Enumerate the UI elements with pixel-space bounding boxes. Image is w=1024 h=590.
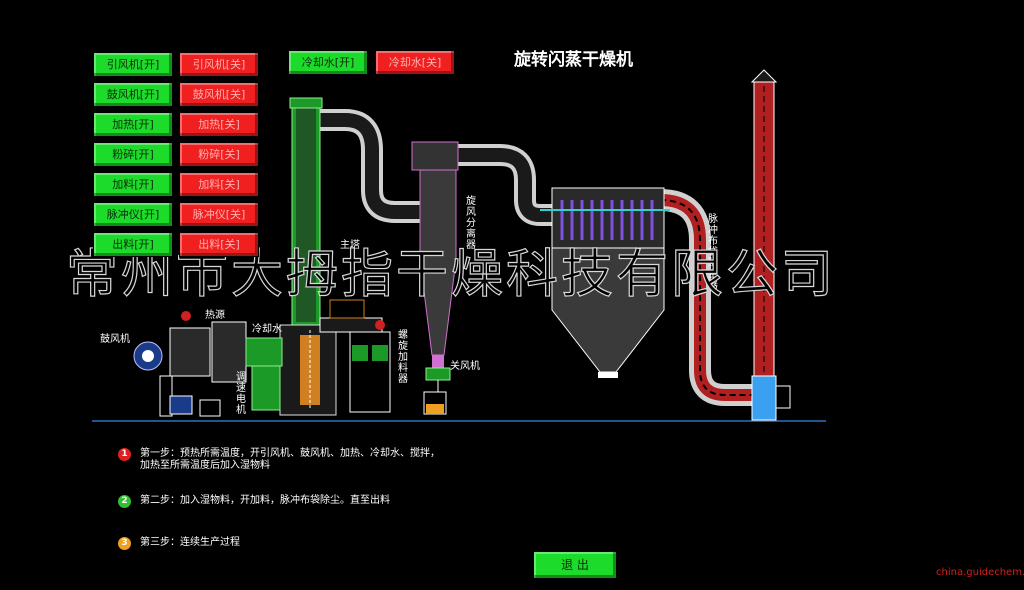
button-label: 冷却水[开]	[301, 56, 355, 69]
step-2: 2 第二步：加入湿物料，开加料，脉冲布袋除尘。直至出料	[118, 495, 470, 508]
label-speed-motor: 调速电机	[236, 372, 246, 416]
feeding-off-button[interactable]: 加料[关]	[179, 172, 259, 197]
heating-off-button[interactable]: 加热[关]	[179, 112, 259, 137]
cooling-water-on-button[interactable]: 冷却水[开]	[288, 50, 368, 75]
step-3: 3 第三步：连续生产过程	[118, 537, 470, 550]
button-label: 加热[关]	[198, 118, 240, 131]
crushing-on-button[interactable]: 粉碎[开]	[93, 142, 173, 167]
button-label: 加料[关]	[198, 178, 240, 191]
label-screw-feeder: 螺旋加料器	[398, 330, 408, 385]
button-label: 脉冲仪[开]	[106, 208, 160, 221]
button-label: 引风机[开]	[106, 58, 160, 71]
blower-on-button[interactable]: 鼓风机[开]	[93, 82, 173, 107]
button-label: 粉碎[关]	[198, 148, 240, 161]
step-1-text-2: 加热至所需温度后加入湿物料	[140, 460, 270, 471]
heating-on-button[interactable]: 加热[开]	[93, 112, 173, 137]
main-tower	[251, 97, 337, 416]
label-blower: 鼓风机	[100, 334, 130, 345]
pulse-bag-filter	[540, 187, 670, 378]
step-2-icon: 2	[118, 495, 131, 508]
button-label: 鼓风机[开]	[106, 88, 160, 101]
cooling-water-off-button[interactable]: 冷却水[关]	[375, 50, 455, 75]
screw-feeder	[319, 299, 391, 413]
label-cyclone: 旋风分离器	[466, 196, 476, 251]
button-label: 出料[关]	[198, 238, 240, 251]
discharge-off-button[interactable]: 出料[关]	[179, 232, 259, 257]
page-title: 旋转闪蒸干燥机	[514, 50, 633, 70]
source-credit: china.guidechem.com	[936, 567, 1024, 578]
button-label: 引风机[关]	[192, 58, 246, 71]
blower-heater	[133, 311, 283, 417]
pulse-off-button[interactable]: 脉冲仪[关]	[179, 202, 259, 227]
step-3-text: 第三步：连续生产过程	[140, 537, 240, 548]
button-label: 脉冲仪[关]	[192, 208, 246, 221]
step-1: 1 第一步：预热所需温度，开引风机、鼓风机、加热、冷却水、搅拌， 加热至所需温度…	[118, 448, 470, 472]
cyclone-separator	[411, 141, 459, 415]
step-2-text: 第二步：加入湿物料，开加料，脉冲布袋除尘。直至出料	[140, 495, 390, 506]
exhaust-stack	[750, 69, 791, 421]
discharge-on-button[interactable]: 出料[开]	[93, 232, 173, 257]
label-main-tower: 主塔	[340, 240, 360, 251]
crushing-off-button[interactable]: 粉碎[关]	[179, 142, 259, 167]
induced-fan-on-button[interactable]: 引风机[开]	[93, 52, 173, 77]
feeding-on-button[interactable]: 加料[开]	[93, 172, 173, 197]
label-heat-source: 热源	[205, 310, 225, 321]
pulse-on-button[interactable]: 脉冲仪[开]	[93, 202, 173, 227]
button-label: 加料[开]	[112, 178, 154, 191]
label-bag-filter: 脉冲布袋除尘器	[708, 214, 718, 291]
label-air-lock: 关风机	[450, 361, 480, 372]
label-cooling-water: 冷却水	[252, 324, 282, 335]
induced-fan-off-button[interactable]: 引风机[关]	[179, 52, 259, 77]
button-label: 粉碎[开]	[112, 148, 154, 161]
button-label: 加热[开]	[112, 118, 154, 131]
step-1-text: 第一步：预热所需温度，开引风机、鼓风机、加热、冷却水、搅拌，	[140, 448, 440, 459]
step-3-icon: 3	[118, 537, 131, 550]
step-1-icon: 1	[118, 448, 131, 461]
blower-off-button[interactable]: 鼓风机[关]	[179, 82, 259, 107]
exit-button[interactable]: 退 出	[534, 552, 616, 578]
button-label: 鼓风机[关]	[192, 88, 246, 101]
button-label: 冷却水[关]	[388, 56, 442, 69]
button-label: 出料[开]	[112, 238, 154, 251]
